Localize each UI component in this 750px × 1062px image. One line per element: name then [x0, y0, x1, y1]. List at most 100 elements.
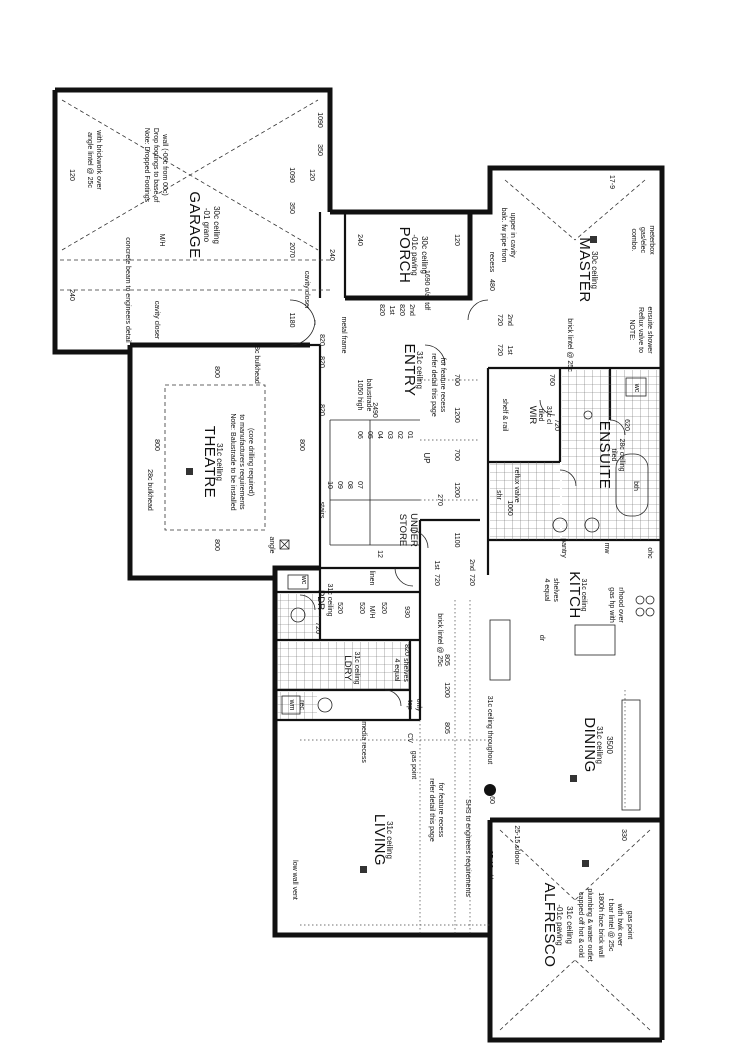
svg-text:30c ceiling: 30c ceiling: [590, 251, 599, 289]
svg-text:2nd: 2nd: [468, 559, 475, 571]
svg-text:06: 06: [356, 431, 363, 439]
svg-text:Note: Balustrade to be install: Note: Balustrade to be installed: [229, 413, 236, 510]
svg-text:1st: 1st: [506, 345, 513, 354]
svg-text:1200: 1200: [453, 407, 460, 423]
svg-text:240: 240: [356, 234, 363, 246]
svg-text:cavity closer: cavity closer: [303, 271, 310, 310]
svg-text:1st: 1st: [433, 560, 440, 569]
svg-text:60: 60: [488, 796, 495, 804]
svg-text:350: 350: [288, 202, 295, 214]
svg-text:01: 01: [406, 431, 413, 439]
svg-text:ENSUITE: ENSUITE: [596, 421, 613, 490]
svg-text:brick lintel @ 25c: brick lintel @ 25c: [436, 613, 443, 667]
svg-text:31c ceiling throughout: 31c ceiling throughout: [486, 696, 493, 765]
svg-text:capped off hot & cold: capped off hot & cold: [577, 892, 584, 958]
svg-text:02: 02: [396, 431, 403, 439]
svg-text:03: 03: [386, 431, 393, 439]
svg-text:820: 820: [318, 334, 325, 346]
svg-text:2490: 2490: [371, 402, 378, 418]
svg-text:31c ceiling: 31c ceiling: [595, 726, 604, 764]
svg-text:shelf & rail: shelf & rail: [501, 399, 508, 432]
svg-text:480: 480: [488, 279, 495, 291]
svg-text:820: 820: [403, 644, 410, 656]
door-swings: [289, 299, 626, 707]
porch-label: PORCH -01c paving 30c ceiling: [396, 227, 429, 284]
svg-text:700: 700: [453, 449, 460, 461]
svg-text:800: 800: [298, 439, 305, 451]
kitchen-notes: pantry ohc 4 equal shelves gas hp with r…: [538, 538, 653, 642]
alfresco-label: ALFRESCO -01c paving 31c ceiling capped …: [541, 883, 633, 968]
svg-text:refer detail this page: refer detail this page: [430, 353, 437, 417]
svg-text:700: 700: [453, 374, 460, 386]
svg-text:2070: 2070: [288, 242, 295, 258]
svg-text:1800h face brick wall: 1800h face brick wall: [597, 892, 604, 958]
svg-text:Reflux valve to: Reflux valve to: [637, 307, 644, 353]
svg-text:31c ceiling: 31c ceiling: [580, 578, 587, 611]
svg-text:800: 800: [153, 439, 160, 451]
svg-text:wc: wc: [300, 575, 307, 585]
svg-text:for feature recess: for feature recess: [437, 783, 444, 838]
svg-text:gas point: gas point: [410, 751, 417, 779]
svg-text:brick lintel @ 25c: brick lintel @ 25c: [566, 318, 573, 372]
svg-text:mw: mw: [603, 543, 610, 555]
svg-text:520: 520: [380, 602, 387, 614]
svg-text:820: 820: [398, 304, 405, 316]
svg-text:reflux valve: reflux valve: [513, 467, 520, 503]
svg-text:KITCH: KITCH: [566, 571, 583, 619]
garage-label: GARAGE -01 grano 30c ceiling: [186, 191, 221, 258]
svg-text:LDRY: LDRY: [342, 655, 353, 681]
svg-text:UNDER: UNDER: [408, 513, 419, 547]
svg-text:stairs: stairs: [318, 502, 325, 519]
svg-text:meterbox: meterbox: [648, 225, 655, 255]
svg-text:09: 09: [336, 481, 343, 489]
svg-text:31c ceiling: 31c ceiling: [385, 821, 394, 859]
svg-text:1060: 1060: [506, 500, 513, 516]
svg-text:120: 120: [308, 169, 315, 181]
svg-text:tiled: tiled: [537, 409, 544, 422]
svg-text:dr: dr: [538, 635, 545, 642]
svg-text:gas point: gas point: [626, 911, 633, 939]
svg-text:2nd: 2nd: [408, 304, 415, 316]
living-notes: media recess gas point refer detail this…: [291, 721, 520, 900]
svg-text:media recess: media recess: [360, 721, 367, 763]
svg-text:820: 820: [378, 304, 385, 316]
svg-text:wall (-06c from 00c): wall (-06c from 00c): [161, 133, 168, 195]
svg-text:1180: 1180: [288, 312, 295, 327]
svg-text:720: 720: [468, 574, 475, 586]
svg-text:gas/elec: gas/elec: [639, 227, 646, 254]
svg-text:1690 o/all tdf: 1690 o/all tdf: [423, 270, 430, 310]
svg-text:-01c paving: -01c paving: [410, 234, 419, 275]
svg-text:1st: 1st: [388, 305, 395, 314]
svg-text:120: 120: [68, 169, 75, 181]
svg-text:28c bulkhead: 28c bulkhead: [253, 342, 260, 384]
ensuite-notes: shelf & rail reflux valve bth shr wc: [495, 383, 640, 503]
svg-text:270: 270: [436, 494, 443, 506]
svg-text:17-9: 17-9: [608, 175, 615, 189]
svg-text:620: 620: [623, 419, 630, 431]
master-label: MASTER 30c ceiling: [576, 237, 599, 303]
svg-text:PORCH: PORCH: [396, 227, 413, 284]
svg-text:WIR: WIR: [527, 406, 538, 425]
svg-text:330: 330: [620, 829, 627, 841]
svg-text:30c ceiling: 30c ceiling: [212, 206, 221, 244]
svg-text:800: 800: [213, 539, 220, 551]
dimensions: 1090 350 1090 350 2070 1180 120 120 240 …: [68, 112, 630, 841]
svg-text:1200: 1200: [453, 482, 460, 498]
svg-text:720: 720: [496, 314, 503, 326]
svg-text:bth: bth: [632, 481, 639, 491]
svg-text:ensuite shower: ensuite shower: [646, 306, 653, 354]
svg-text:balc. fw pipe from: balc. fw pipe from: [500, 208, 507, 263]
svg-text:1200: 1200: [443, 682, 450, 698]
svg-text:top: top: [406, 700, 413, 710]
kitchen-label: KITCH 31c ceiling: [566, 571, 587, 619]
svg-text:08: 08: [346, 481, 353, 489]
svg-text:angle: angle: [268, 536, 275, 553]
exterior-walls: [52, 87, 665, 1043]
svg-text:NOTE:: NOTE:: [628, 319, 635, 340]
svg-text:for feature recess: for feature recess: [439, 358, 446, 413]
svg-text:wm: wm: [288, 699, 295, 711]
svg-text:ohc: ohc: [646, 547, 653, 559]
svg-text:31c ceiling: 31c ceiling: [215, 443, 224, 481]
svg-text:-01c paving: -01c paving: [555, 904, 564, 945]
svg-text:520: 520: [336, 602, 343, 614]
